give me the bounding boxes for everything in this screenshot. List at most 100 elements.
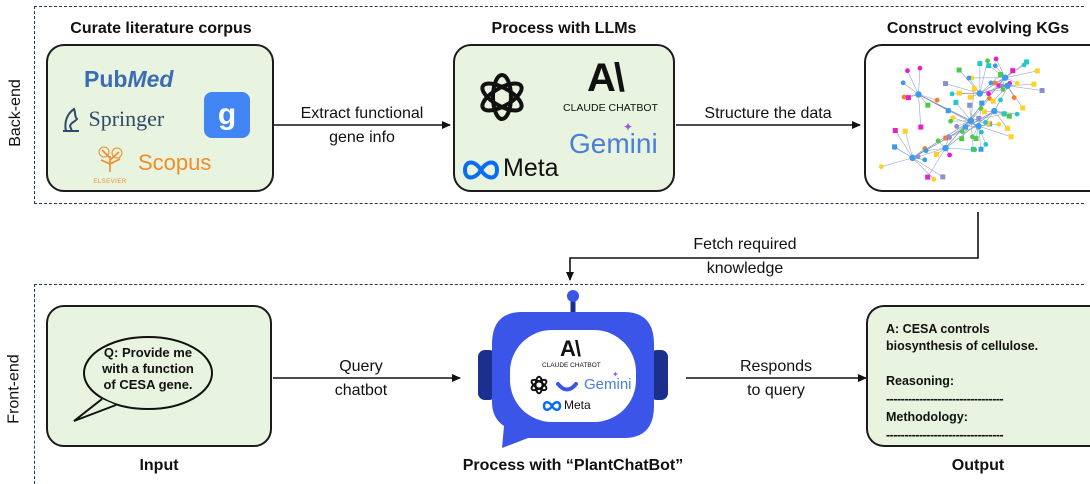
kg-edge [894,146,913,159]
arrow-extract-label-line1: Extract functional [300,105,424,122]
output-caption: Output [951,457,1005,474]
kg-edge [918,94,938,101]
corpus-box: PubMed Springer g ELSEVIER Scopus [46,44,274,192]
kg-node [983,141,989,147]
kg-node [1014,80,1020,86]
output-reasoning-label: Reasoning: [886,374,955,388]
kg-edge [912,157,943,178]
bot-caption: Process with “PlantChatBot” [462,457,684,474]
kg-node [972,147,978,153]
kg-edge [945,147,975,150]
output-box: A: CESA controls biosynthesis of cellulo… [866,305,1090,447]
kg-node [985,58,990,64]
arrow-extract-label-line2: gene info [329,129,395,146]
question-line-2: with a function [102,361,194,376]
elsevier-logo: ELSEVIER [92,144,128,185]
kg-node [987,95,992,101]
kg-node [945,108,951,114]
kg-node [923,148,929,154]
kg-node [915,154,921,160]
kg-edge [979,89,1004,94]
kg-edge [918,94,922,128]
kg-node [905,95,911,101]
kg-node [1000,87,1006,92]
kg-hub-node [967,117,975,124]
fetch-label-line2: knowledge [706,260,784,277]
kg-node [956,67,962,73]
kg-node [948,118,954,124]
kg-title: Construct evolving KGs [886,20,1070,37]
elsevier-text: ELSEVIER [93,179,127,185]
knowledge-graph-visual [878,56,1045,182]
pubmed-text-a: Pub [84,66,128,92]
question-text: Q: Provide me with a function of CESA ge… [88,345,208,393]
kg-hub-node [976,90,983,97]
kg-node [977,61,983,67]
speech-bubble-icon [73,336,213,422]
arrow-query-label-line1: Query [339,358,383,375]
plantchatbot-robot: A\ CLAUDE CHATBOT Gemini ✦ Meta [462,290,684,448]
kg-edge [994,110,1008,129]
kg-node [990,98,996,104]
kg-node [983,120,988,125]
robot-head-icon [478,290,668,448]
kg-edge [912,157,935,180]
kg-edge [904,131,913,158]
kg-node [1020,105,1026,111]
kg-node [900,80,906,86]
kg-node [986,91,992,97]
kg-node [956,90,962,96]
kg-node [918,124,924,130]
kg-node [949,91,955,97]
kg-node [1011,95,1017,101]
kg-node [902,128,908,134]
kg-node [1024,59,1030,65]
kg-node [1014,111,1020,117]
kg-edge [970,88,975,121]
backend-section [34,6,1084,204]
kg-node [917,65,923,71]
kg-edge [978,126,982,150]
kg-node [967,94,973,100]
kg-edge [927,147,946,178]
kg-node [998,97,1003,103]
kg-node [934,97,940,103]
google-scholar-icon: g [204,92,250,138]
kg-edge [918,94,972,121]
elsevier-tree-icon [98,146,123,172]
kg-node [976,115,982,121]
kg-edge [912,120,972,159]
kg-node [953,99,959,105]
kg-edge [902,82,919,95]
kg-node [933,151,939,157]
kg-node [922,157,928,163]
pubmed-text-b: Med [127,66,174,92]
kg-node [1010,68,1016,74]
kg-node [986,63,992,69]
kg-node [901,94,907,100]
claude-chatbot-text: CLAUDE CHATBOT [563,102,658,114]
arrow-respond-label-line1: Responds [739,358,813,375]
kg-node [954,123,960,129]
kg-edge [907,70,919,95]
bot-meta-infinity-icon [542,401,562,411]
kg-edge [1005,70,1038,78]
kg-edge [1007,83,1034,87]
arrow-fetch [566,212,979,281]
kg-hub-node [915,91,922,98]
kg-node [973,136,979,142]
kg-node [942,81,948,87]
kg-node [925,174,931,180]
kg-node [1005,125,1011,131]
kg-node [998,72,1004,78]
kg-node [985,120,991,126]
kg-edge [918,68,921,95]
kg-hub-node [909,154,916,162]
kg-node [905,68,910,74]
kg-edge [978,125,1012,137]
bot-smile-icon [556,382,578,392]
question-line-3: of CESA gene. [103,377,193,392]
arrow-respond-label-line2: to query [747,382,805,399]
kg-node [971,86,977,92]
